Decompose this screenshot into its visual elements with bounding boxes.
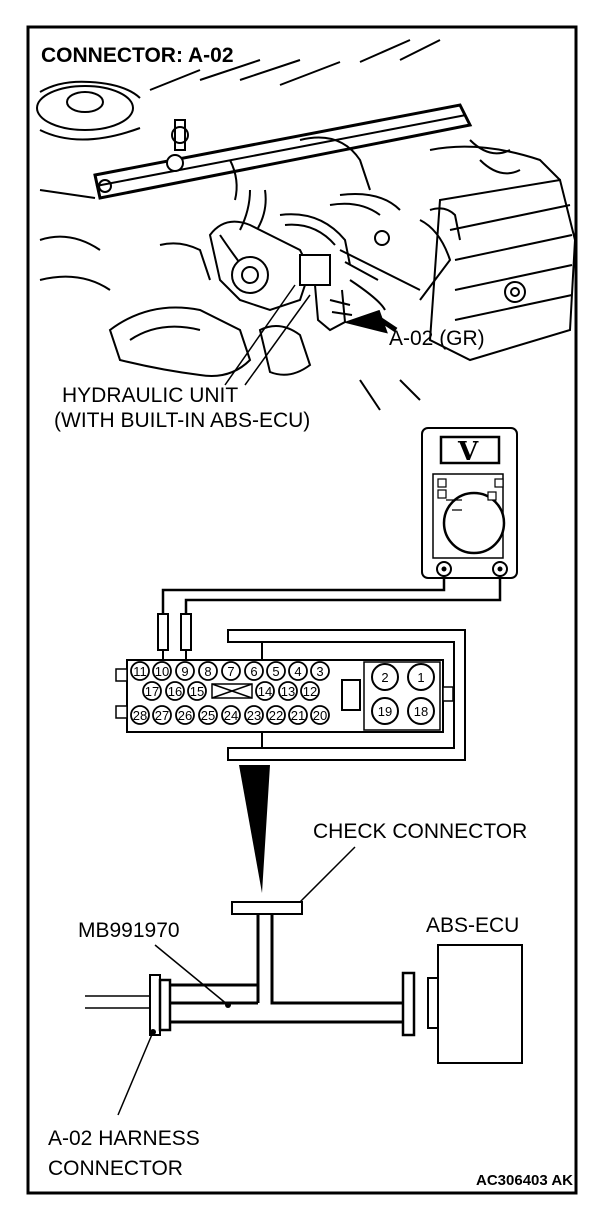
svg-text:10: 10: [155, 664, 169, 679]
hydraulic-unit-leaders: [224, 284, 311, 386]
abs-ecu-block: [401, 944, 523, 1064]
connector-pin-5: 5: [266, 661, 286, 681]
abs-ecu-label: ABS-ECU: [426, 914, 519, 937]
svg-text:1: 1: [417, 670, 424, 685]
meter-dial: [442, 491, 506, 555]
harness-leader: [117, 1031, 154, 1116]
connector-pin-20: 20: [310, 705, 330, 725]
meter-display: [439, 435, 501, 465]
connector-pin-23: 23: [244, 705, 264, 725]
svg-text:22: 22: [269, 708, 283, 723]
connector-pin-27: 27: [152, 705, 172, 725]
svg-text:11: 11: [133, 664, 147, 679]
check-connector-leader: [292, 846, 356, 910]
connector-pin-4: 4: [288, 661, 308, 681]
connector-pin-15: 15: [187, 681, 207, 701]
tool-label: MB991970: [78, 919, 180, 942]
engine-bay-illustration: [36, 39, 577, 411]
mb991970-tool: [170, 901, 405, 1024]
connector-arrow: [343, 309, 398, 334]
svg-text:27: 27: [155, 708, 169, 723]
svg-text:12: 12: [303, 684, 317, 699]
svg-text:26: 26: [178, 708, 192, 723]
connector-blank-cavity: [211, 683, 253, 699]
svg-text:18: 18: [414, 704, 428, 719]
harness-label-line2: CONNECTOR: [48, 1157, 183, 1180]
connector-pin-7: 7: [221, 661, 241, 681]
svg-text:8: 8: [204, 664, 211, 679]
connector-pin-6: 6: [244, 661, 264, 681]
svg-text:19: 19: [378, 704, 392, 719]
connector-pin-13: 13: [278, 681, 298, 701]
figure-code: AC306403 AK: [476, 1172, 573, 1189]
probe-leads: [161, 576, 502, 615]
svg-text:23: 23: [247, 708, 261, 723]
svg-text:20: 20: [313, 708, 327, 723]
svg-text:24: 24: [224, 708, 238, 723]
hydraulic-unit-label-line2: (WITH BUILT-IN ABS-ECU): [54, 409, 310, 432]
connector-pin-26: 26: [175, 705, 195, 725]
connector-pin-14: 14: [255, 681, 275, 701]
a02-harness-connector: [85, 974, 172, 1036]
connector-pin-22: 22: [266, 705, 286, 725]
svg-text:3: 3: [316, 664, 323, 679]
connector-pin-2: 2: [371, 663, 399, 691]
harness-label-line1: A-02 HARNESS: [48, 1127, 200, 1150]
svg-text:15: 15: [190, 684, 204, 699]
connector-pin-17: 17: [142, 681, 162, 701]
connector-face: 11 10 9 8 7 6 5 4 3 17 16 15 14 13 12 28…: [115, 629, 466, 761]
connector-pin-28: 28: [130, 705, 150, 725]
connector-pin-11: 11: [130, 661, 150, 681]
connector-pin-8: 8: [198, 661, 218, 681]
svg-text:16: 16: [168, 684, 182, 699]
check-connector-label: CHECK CONNECTOR: [313, 820, 527, 843]
connector-pin-21: 21: [288, 705, 308, 725]
connector-pin-19: 19: [371, 697, 399, 725]
connector-pin-25: 25: [198, 705, 218, 725]
connector-pin-16: 16: [165, 681, 185, 701]
title: CONNECTOR: A-02: [41, 44, 234, 67]
meter-display-value: V: [457, 437, 479, 467]
svg-text:14: 14: [258, 684, 272, 699]
hydraulic-unit-label-line1: HYDRAULIC UNIT: [62, 384, 238, 407]
svg-text:6: 6: [250, 664, 257, 679]
svg-text:7: 7: [227, 664, 234, 679]
connector-pin-24: 24: [221, 705, 241, 725]
connector-pin-12: 12: [300, 681, 320, 701]
view-pointer-wedge: [239, 765, 270, 893]
svg-text:21: 21: [291, 708, 305, 723]
voltmeter: [421, 427, 518, 579]
svg-text:13: 13: [281, 684, 295, 699]
svg-text:28: 28: [133, 708, 147, 723]
svg-text:2: 2: [381, 670, 388, 685]
connector-pin-3: 3: [310, 661, 330, 681]
connector-arrow-label: A-02 (GR): [389, 327, 485, 350]
connector-pin-1: 1: [407, 663, 435, 691]
svg-text:4: 4: [294, 664, 301, 679]
svg-text:9: 9: [181, 664, 188, 679]
svg-text:5: 5: [272, 664, 279, 679]
svg-text:17: 17: [145, 684, 159, 699]
connector-pin-9: 9: [175, 661, 195, 681]
connector-pin-18: 18: [407, 697, 435, 725]
svg-text:25: 25: [201, 708, 215, 723]
tool-leader: [154, 944, 229, 1006]
connector-pin-10: 10: [152, 661, 172, 681]
